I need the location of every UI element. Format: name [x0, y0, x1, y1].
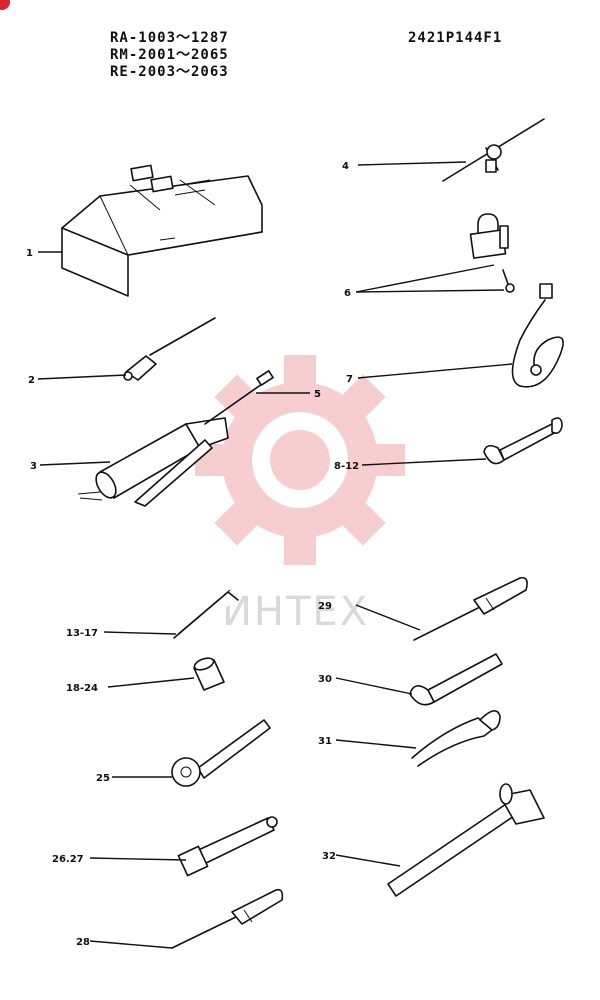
callout-labels: 1 2 3 4 5 6 7 8-12 13-17 18-24 25 26.27 … [26, 161, 359, 948]
callout-13-17: 13-17 [66, 628, 98, 639]
callout-2: 2 [28, 375, 35, 386]
callout-8-12: 8-12 [334, 461, 359, 472]
adjustable-wrench-icon [409, 653, 503, 706]
model-range-list: RA-1003～1287 RM-2001～2065 RE-2003～2063 [110, 30, 229, 81]
callout-26-27: 26.27 [52, 854, 84, 865]
callout-6: 6 [344, 288, 351, 299]
model-range-ra: RA-1003～1287 [110, 30, 229, 46]
callout-32: 32 [322, 851, 336, 862]
t-handle-wrench-icon [442, 118, 545, 182]
callout-28: 28 [76, 937, 90, 948]
corner-marker [0, 0, 10, 10]
socket-icon [193, 657, 225, 691]
pliers-icon [411, 710, 501, 767]
hammer-icon [387, 783, 545, 897]
watermark-text: ИНТЕХ [222, 589, 369, 635]
callout-1: 1 [26, 248, 33, 259]
grease-gun-extension-icon [204, 370, 274, 425]
grease-nozzle-icon [123, 317, 216, 381]
model-range-re: RE-2003～2063 [110, 64, 229, 80]
callout-3: 3 [30, 461, 37, 472]
tool-box-icon [61, 164, 263, 297]
padlock-and-key-icon [469, 213, 515, 293]
extension-bar-icon [177, 816, 278, 877]
flexible-hose-icon [511, 283, 564, 388]
phillips-screwdriver-icon [413, 576, 528, 641]
callout-5: 5 [314, 389, 321, 400]
watermark-gear-logo [195, 355, 405, 565]
hex-key-icon [173, 589, 239, 639]
leader-lines [37, 161, 513, 949]
callout-18-24: 18-24 [66, 683, 98, 694]
callout-31: 31 [318, 736, 332, 747]
drawing-code: 2421P144F1 [408, 30, 503, 46]
callout-30: 30 [318, 674, 332, 685]
callout-4: 4 [342, 161, 349, 172]
model-range-rm: RM-2001～2065 [110, 47, 229, 63]
callout-25: 25 [96, 773, 110, 784]
slotted-screwdriver-icon [171, 888, 284, 949]
callout-29: 29 [318, 601, 332, 612]
callout-7: 7 [346, 374, 353, 385]
ratchet-handle-icon [171, 719, 271, 787]
open-end-wrench-icon [483, 417, 563, 465]
